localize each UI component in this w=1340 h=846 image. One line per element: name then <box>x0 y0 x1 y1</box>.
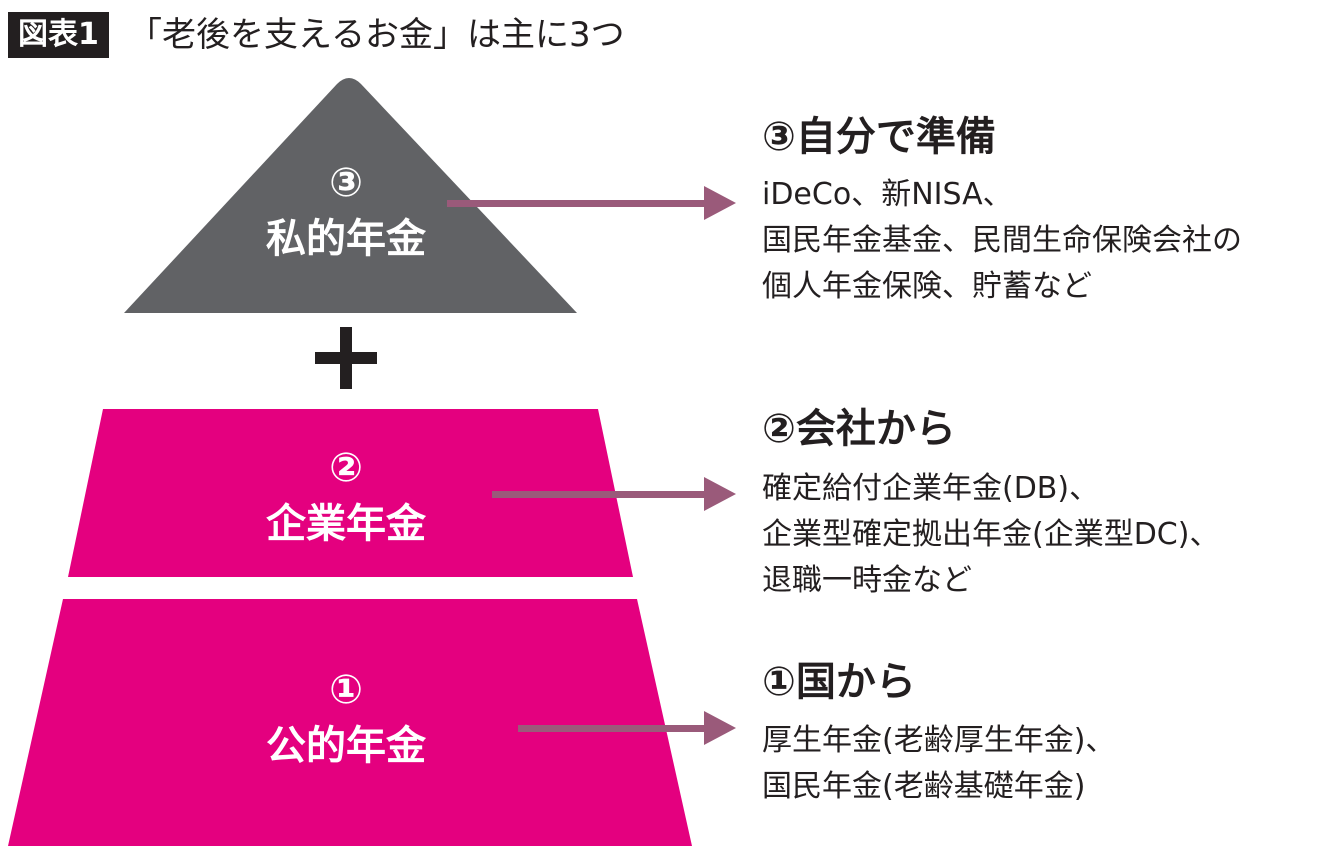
private-pension-label: ③ 私的年金 <box>196 155 496 267</box>
tier-name: 私的年金 <box>266 216 426 262</box>
plus-icon <box>315 327 377 389</box>
arrow-public <box>518 711 736 745</box>
description-line: 個人年金保険、貯蓄など <box>762 269 1092 304</box>
public-heading: ①国から <box>762 659 916 705</box>
corporate-heading: ②会社から <box>762 406 956 452</box>
tier-number: ③ <box>329 160 363 206</box>
tier-number: ② <box>329 445 363 491</box>
arrow-corporate <box>492 477 736 511</box>
corporate-description: 確定給付企業年金(DB)、 企業型確定拠出年金(企業型DC)、 退職一時金など <box>762 466 1219 604</box>
description-line: 国民年金基金、民間生命保険会社の <box>762 223 1242 258</box>
private-pension-triangle <box>124 78 577 313</box>
corporate-pension-trapezoid <box>68 409 633 577</box>
description-line: 厚生年金(老齢厚生年金)、 <box>762 723 1116 758</box>
figure-badge: 図表1 <box>8 12 109 58</box>
description-line: 国民年金(老齢基礎年金) <box>762 769 1086 804</box>
description-line: 確定給付企業年金(DB)、 <box>762 471 1100 506</box>
public-pension-trapezoid <box>8 599 692 846</box>
private-heading: ③自分で準備 <box>762 114 996 160</box>
public-description: 厚生年金(老齢厚生年金)、 国民年金(老齢基礎年金) <box>762 718 1115 810</box>
arrow-private <box>447 186 736 220</box>
description-line: 企業型確定拠出年金(企業型DC)、 <box>762 517 1220 552</box>
private-description: iDeCo、新NISA、 国民年金基金、民間生命保険会社の 個人年金保険、貯蓄な… <box>762 172 1242 310</box>
tier-number: ① <box>329 667 363 713</box>
tier-name: 企業年金 <box>266 501 426 547</box>
figure-title: 「老後を支えるお金」は主に3つ <box>128 15 625 55</box>
corporate-pension-label: ② 企業年金 <box>196 440 496 552</box>
tier-name: 公的年金 <box>266 723 426 769</box>
description-line: iDeCo、新NISA、 <box>762 177 1013 212</box>
public-pension-label: ① 公的年金 <box>196 662 496 774</box>
description-line: 退職一時金など <box>762 563 972 598</box>
